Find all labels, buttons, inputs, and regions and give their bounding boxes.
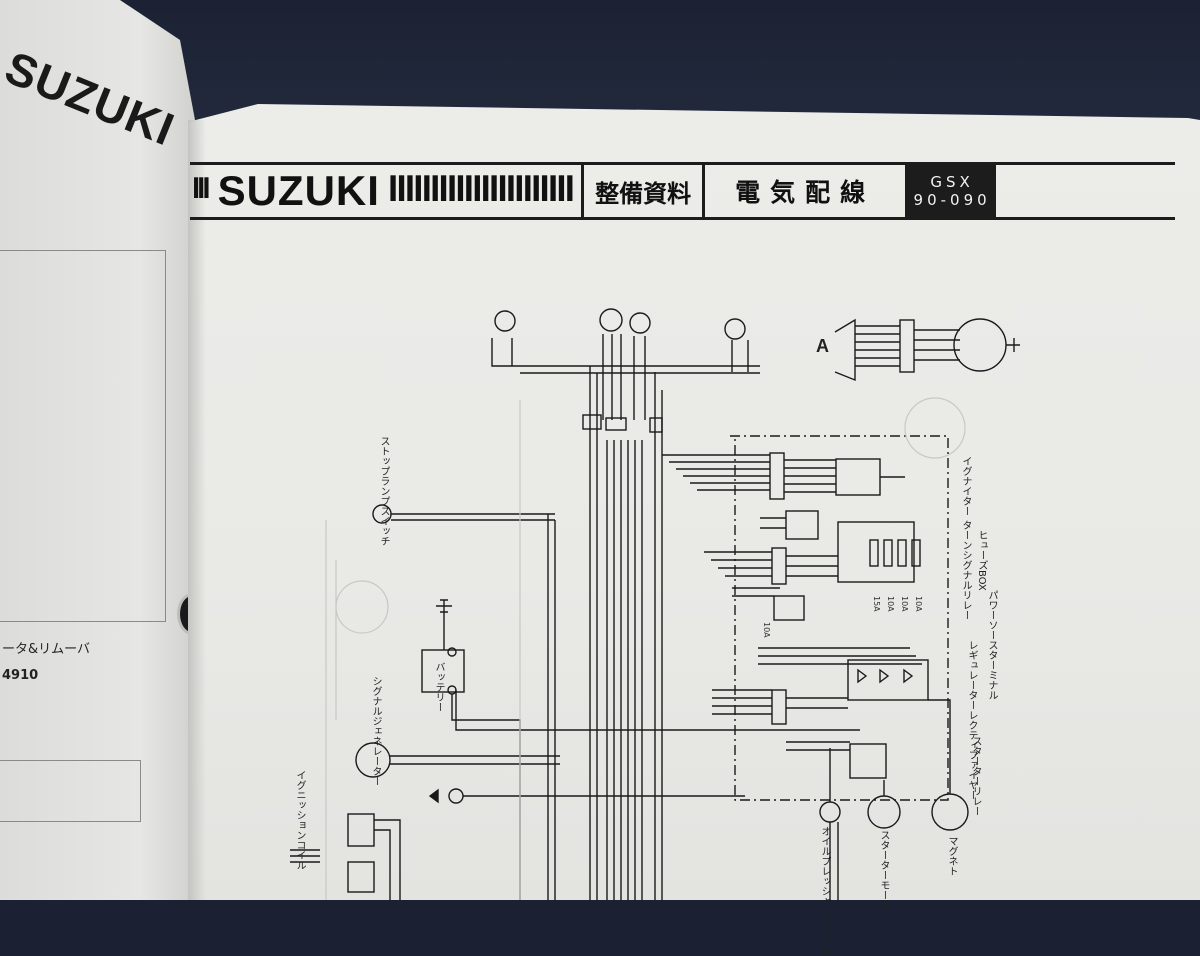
fuse-rating: 10A [914, 596, 923, 612]
label-regulator-rectifier: レギュレーターレクティファイヤー [966, 640, 977, 800]
fuse-rating: 10A [886, 596, 895, 612]
fuse-rating: 10A [762, 622, 771, 638]
left-page-text-1: ータ&リムーバ [2, 642, 91, 657]
left-page-figure-box [0, 250, 166, 622]
label-magneto: マグネト [946, 836, 957, 876]
left-page-text-2: 4910 [2, 668, 39, 683]
right-page [188, 104, 1200, 900]
label-stop-lamp-switch: ストップランプスイッチ [378, 436, 389, 546]
fuse-rating: 15A [872, 596, 881, 612]
label-starter-motor: スターターモーター [878, 830, 889, 920]
label-igniter: イグナイター [960, 456, 971, 516]
header-model: GSX 90-090 [905, 165, 997, 217]
label-turn-signal-relay: ターンシグナルリレー [960, 520, 971, 620]
bulb-icon [599, 308, 623, 332]
wiring-diagram [290, 308, 1020, 900]
left-page-figure-box-lower [0, 760, 141, 822]
label-oil-pressure-switch: オイルプレッシャースイッチ [819, 826, 830, 956]
label-power-source-terminal: パワーソースターミナル [986, 590, 997, 700]
inset-view-label: A [816, 336, 829, 356]
header-section-service-data: 整備資料 [581, 165, 702, 217]
page-header: ꟾꟾꟾ SUZUKI ꟾꟾꟾꟾꟾꟾꟾꟾꟾꟾꟾꟾꟾꟾꟾꟾꟾꟾꟾꟾꟾꟾ 整備資料 電… [190, 162, 1175, 220]
left-page: SUZUKI ータ&リムーバ 4910 [0, 0, 195, 900]
label-starter-relay: スターターリレー [970, 736, 981, 816]
model-line-2: 90-090 [913, 191, 991, 209]
label-ignition-coil: イグニッションコイル [294, 770, 305, 870]
logo-s-marks-right: ꟾꟾꟾꟾꟾꟾꟾꟾꟾꟾꟾꟾꟾꟾꟾꟾꟾꟾꟾꟾꟾꟾ [387, 174, 575, 208]
label-battery: バッテリー [433, 662, 444, 712]
bulb-icon [629, 312, 651, 334]
label-fuse-box: ヒューズBOX [976, 530, 987, 591]
bulb-icon [724, 318, 746, 340]
label-signal-generator: シグナルジェネレーター [370, 676, 381, 786]
logo-s-marks-left: ꟾꟾꟾ [192, 178, 210, 204]
page-gutter-shadow [188, 120, 206, 900]
fuse-rating: 10A [900, 596, 909, 612]
model-line-1: GSX [930, 173, 974, 191]
header-logo: SUZUKI [217, 167, 380, 214]
bulb-icon [494, 310, 516, 332]
header-section-wiring: 電気配線 [702, 165, 905, 217]
